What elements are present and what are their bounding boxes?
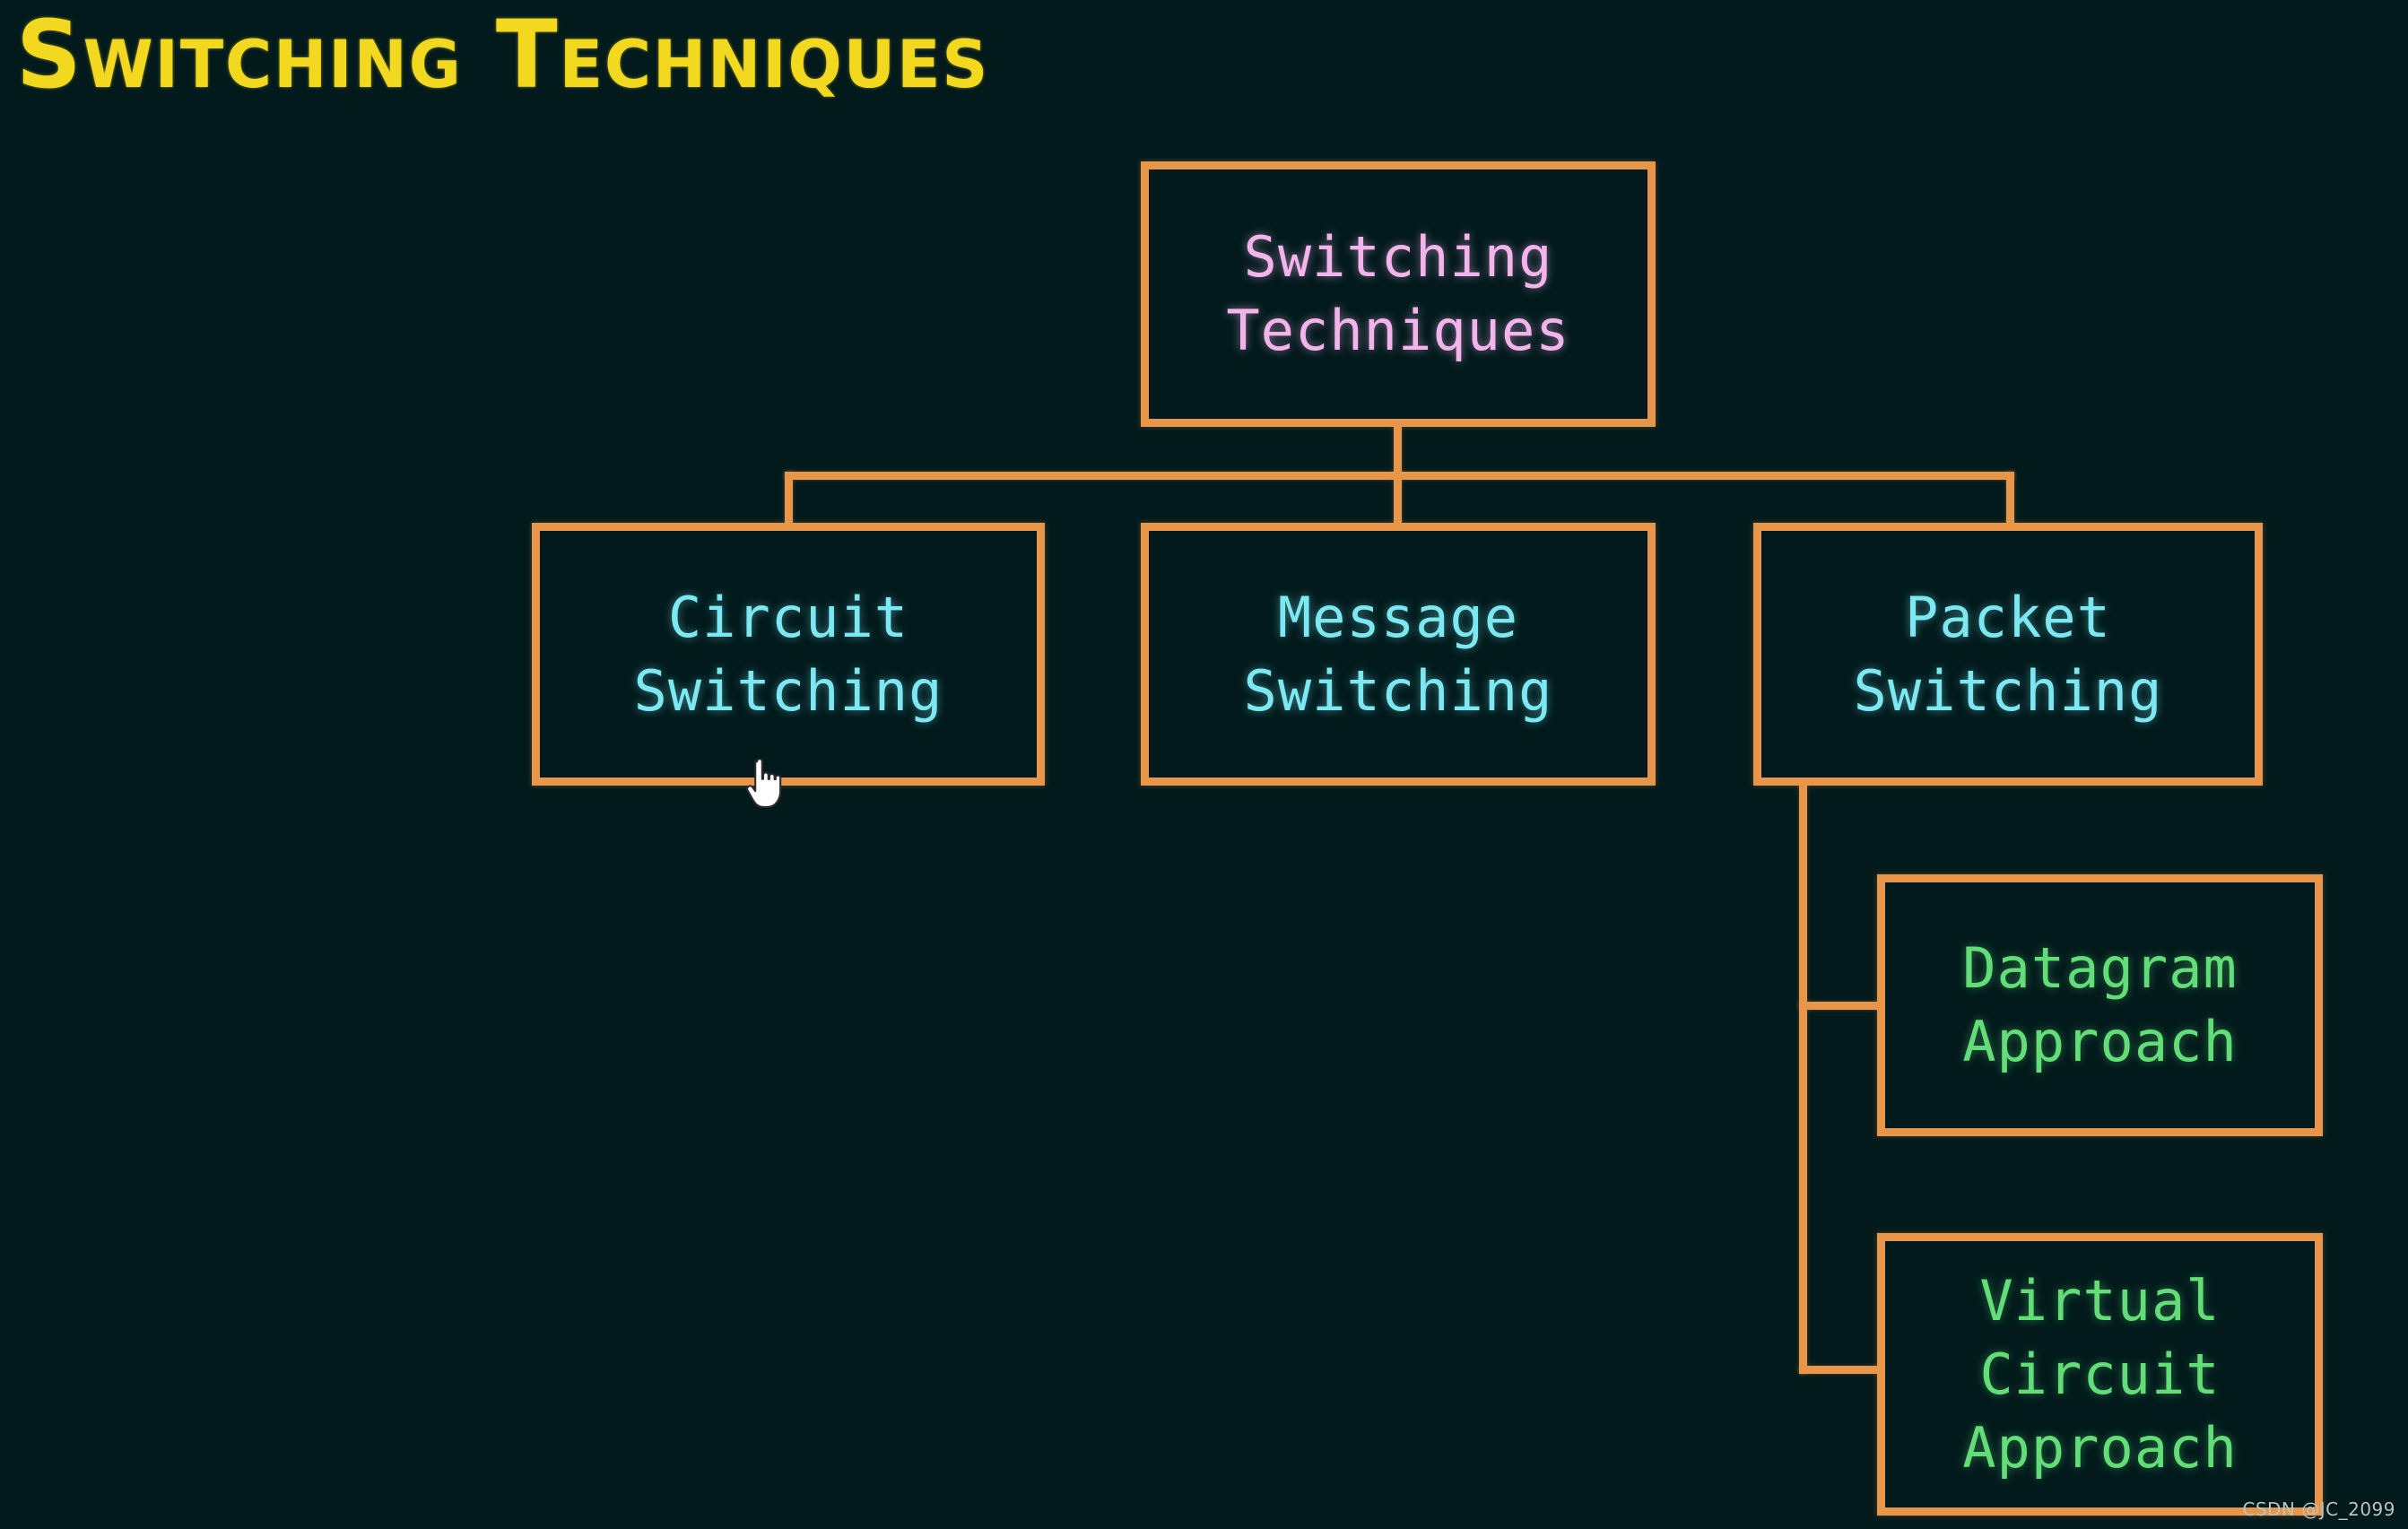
node-label-switching-techniques: Switching Techniques xyxy=(1226,224,1570,363)
node-label-circuit-switching: Circuit Switching xyxy=(633,584,943,724)
node-label-datagram-approach: Datagram Approach xyxy=(1962,935,2238,1074)
connector-stub-datagram xyxy=(1799,1002,1884,1010)
node-label-virtual-circuit-approach: Virtual Circuit Approach xyxy=(1962,1267,2238,1481)
node-circuit-switching[interactable]: Circuit Switching xyxy=(532,523,1045,786)
connector-drop-message xyxy=(1394,472,1402,526)
connector-packet-spine xyxy=(1799,784,1807,1374)
connector-drop-circuit xyxy=(785,472,793,526)
node-virtual-circuit-approach[interactable]: Virtual Circuit Approach xyxy=(1877,1233,2323,1516)
watermark: CSDN @JC_2099 xyxy=(2242,1499,2395,1520)
node-datagram-approach[interactable]: Datagram Approach xyxy=(1877,874,2323,1136)
node-label-packet-switching: Packet Switching xyxy=(1853,584,2163,724)
node-message-switching[interactable]: Message Switching xyxy=(1141,523,1656,786)
connector-drop-packet xyxy=(2006,472,2014,526)
connector-stub-virtual xyxy=(1799,1366,1884,1374)
page-title: Switching Techniques xyxy=(16,0,990,109)
connector-root-stem xyxy=(1394,427,1402,477)
node-packet-switching[interactable]: Packet Switching xyxy=(1753,523,2263,786)
node-switching-techniques[interactable]: Switching Techniques xyxy=(1141,161,1656,427)
node-label-message-switching: Message Switching xyxy=(1243,584,1553,724)
